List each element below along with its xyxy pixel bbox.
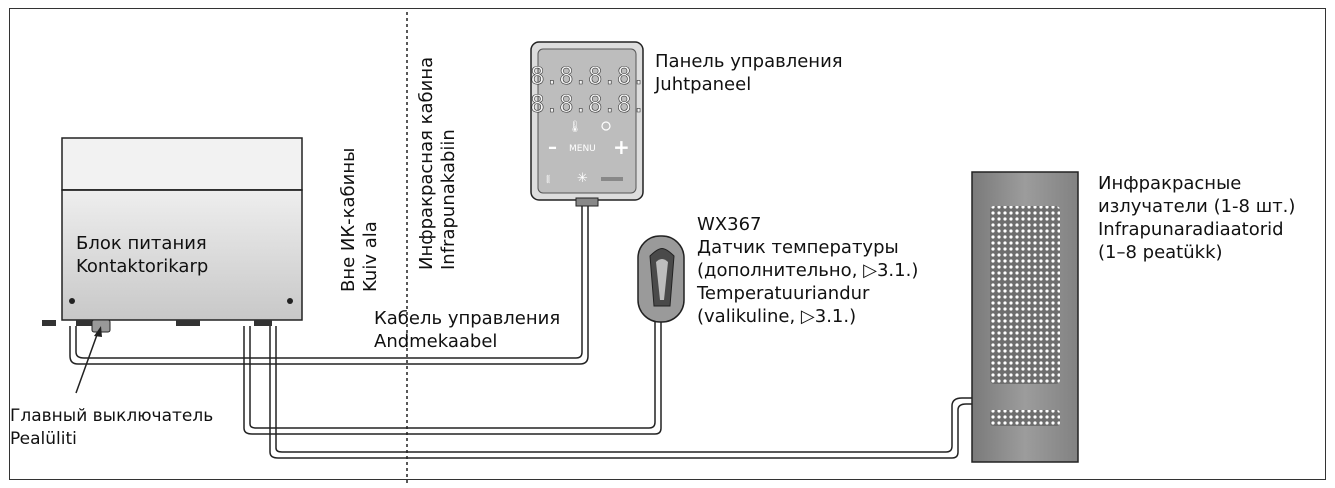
brand-logo	[601, 177, 623, 181]
power-unit-label-et: Kontaktorikarp	[76, 256, 209, 277]
panel-display-top: 8.8.8.8.	[530, 62, 646, 90]
cables	[69, 206, 972, 459]
screw-icon	[69, 298, 75, 304]
sensor-model-label: WX367	[697, 214, 762, 235]
power-unit-label: Блок питания Kontaktorikarp	[76, 232, 208, 278]
control-panel-label-ru: Панель управления	[655, 51, 843, 72]
sensor-note-et: (valikuline, ▷3.1.)	[697, 306, 857, 327]
clock-icon	[601, 121, 611, 131]
control-panel-device: 8.8.8.8. 8.8.8.8. 🌡 – MENU + ⧛ ✳	[530, 41, 646, 207]
light-icon: ✳	[577, 171, 588, 186]
temperature-sensor-device	[637, 235, 685, 323]
outside-zone-label: Вне ИК-кабины Kuiv ala	[338, 148, 382, 292]
control-cable-label: Кабель управления Andmekaabel	[374, 307, 560, 353]
sensor-label: WX367 Датчик температуры (дополнительно,…	[697, 213, 918, 328]
outside-zone-label-et: Kuiv ala	[360, 221, 381, 292]
main-switch-label-ru: Главный выключатель	[10, 406, 214, 426]
panel-display-bottom: 8.8.8.8.	[530, 90, 646, 118]
plus-button[interactable]: +	[613, 135, 630, 159]
inside-zone-label: Инфракрасная кабина Infrapunakabiin	[416, 57, 460, 270]
thermometer-icon: 🌡	[568, 120, 582, 133]
radiators-label-et-2: (1–8 peatükk)	[1098, 242, 1223, 263]
main-switch-label-et: Pealüliti	[10, 429, 77, 449]
sensor-label-ru: Датчик температуры	[697, 237, 899, 258]
control-panel-label-et: Juhtpaneel	[655, 74, 752, 95]
sensor-note-ru: (дополнительно, ▷3.1.)	[697, 260, 919, 281]
power-unit-box	[42, 137, 303, 326]
heater-icon: ⧛	[546, 172, 550, 186]
radiators-label: Инфракрасные излучатели (1-8 шт.) Infrap…	[1098, 172, 1295, 264]
main-switch-label: Главный выключатель Pealüliti	[10, 405, 213, 451]
screw-icon	[287, 298, 293, 304]
diagram-frame	[9, 8, 1326, 480]
minus-button[interactable]: –	[548, 137, 557, 158]
radiators-label-ru-2: излучатели (1-8 шт.)	[1098, 196, 1296, 217]
radiators-label-ru-1: Инфракрасные	[1098, 173, 1242, 194]
sensor-label-et: Temperatuuriandur	[697, 283, 870, 304]
inside-zone-label-et: Infrapunakabiin	[438, 129, 459, 270]
radiators-label-et-1: Infrapunaradiaatorid	[1098, 219, 1284, 240]
infrared-radiator-device	[971, 171, 1079, 463]
control-panel-label: Панель управления Juhtpaneel	[655, 50, 843, 96]
outside-zone-label-ru: Вне ИК-кабины	[338, 147, 359, 292]
inside-zone-label-ru: Инфракрасная кабина	[416, 56, 437, 270]
menu-button[interactable]: MENU	[569, 144, 596, 154]
control-cable-label-et: Andmekaabel	[374, 331, 498, 352]
control-cable-label-ru: Кабель управления	[374, 308, 561, 329]
main-switch-pointer	[75, 331, 99, 394]
power-unit-label-ru: Блок питания	[76, 233, 207, 254]
